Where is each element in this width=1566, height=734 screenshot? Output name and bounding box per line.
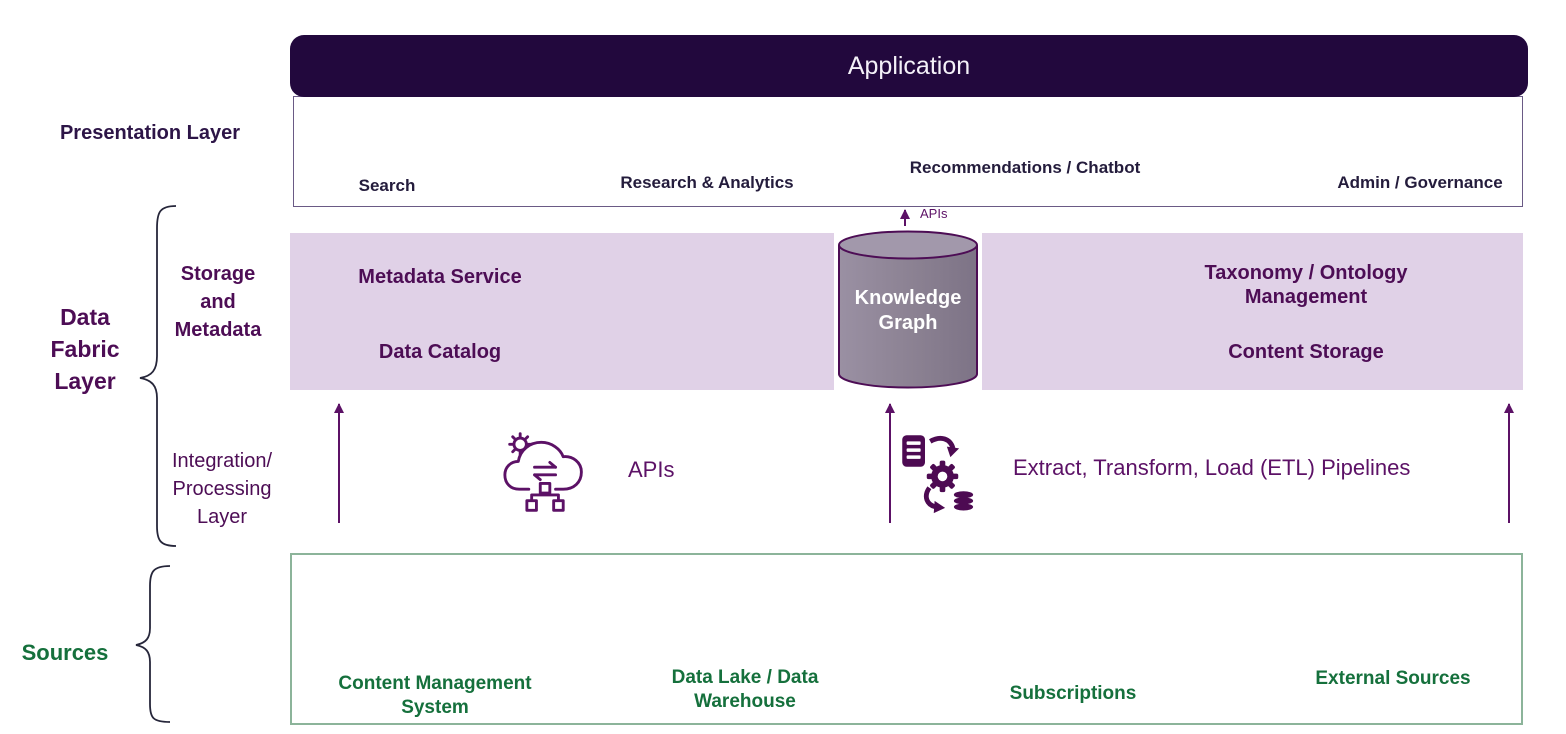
metadata-service-label: Metadata Service [358,266,522,288]
apis-arrow-label: APIs [920,206,948,221]
apis-pipeline-label: APIs [628,457,675,482]
label-line: External Sources [1315,668,1471,689]
label-line: Management [1244,286,1368,308]
knowledge-graph-cylinder: Knowledge Graph [834,226,982,394]
data-catalog-label: Data Catalog [378,341,502,363]
label-line: Content Management [338,673,532,694]
source-item-label: Data Lake / Data Warehouse [615,666,875,714]
label-line: Data Lake / Data [671,667,819,688]
presentation-item-label: Admin / Governance [1300,173,1540,193]
data-fabric-layer-label: Data Fabric Layer [10,301,160,397]
knowledge-graph-label: Knowledge Graph [834,286,982,336]
source-item-label: External Sources [1273,667,1513,691]
sources-brace [135,565,171,723]
flow-arrow-middle [884,403,895,523]
presentation-layer-box [293,96,1523,207]
flow-arrow-left [333,403,344,523]
label-line: Integration/ [171,450,273,472]
presentation-item-label: Search [307,176,467,196]
source-item-label: Subscriptions [953,682,1193,706]
presentation-item-label: Research & Analytics [577,173,837,193]
cylinder-shape [838,230,978,389]
label-line: System [401,697,469,718]
presentation-layer-label: Presentation Layer [59,122,241,144]
flow-arrow-right [1503,403,1514,523]
label-line: Admin / Governance [1337,173,1503,192]
label-line: Fabric [50,336,120,362]
content-storage-label: Content Storage [1228,341,1384,363]
etl-pipeline-label: Extract, Transform, Load (ETL) Pipelines [1013,455,1411,480]
integration-processing-layer-label: Integration/ Processing Layer [132,447,312,531]
label-line: and [200,291,236,313]
taxonomy-ontology-label: Taxonomy / Ontology Management [1156,261,1456,309]
label-line: Search [358,176,416,195]
cloud-apis-icon [503,432,583,512]
label-line: Layer [54,368,116,394]
sources-layer-label: Sources [21,640,109,665]
etl-icon [902,435,974,514]
application-bar: Application [290,35,1528,97]
label-line: Graph [878,312,938,334]
label-line: Knowledge [854,287,962,309]
presentation-item-label: Recommendations / Chatbot [905,158,1145,178]
label-line: Metadata [174,319,262,341]
label-line: Processing [172,478,272,500]
label-line: Layer [196,506,248,528]
label-line: Research & Analytics [620,173,794,192]
label-line: Subscriptions [1009,683,1137,704]
sources-box [290,553,1523,725]
storage-and-metadata-label: Storage and Metadata [128,260,308,344]
label-line: Data [60,304,110,330]
label-line: Warehouse [694,691,796,712]
label-line: Taxonomy / Ontology [1204,262,1408,284]
data-fabric-brace [139,205,177,547]
apis-up-arrow [899,209,910,227]
layer-braces [135,205,177,723]
label-line: Storage [180,263,256,285]
label-line: Chatbot [1076,158,1141,177]
label-line: Recommendations / [909,158,1072,177]
source-item-label: Content Management System [305,672,565,720]
